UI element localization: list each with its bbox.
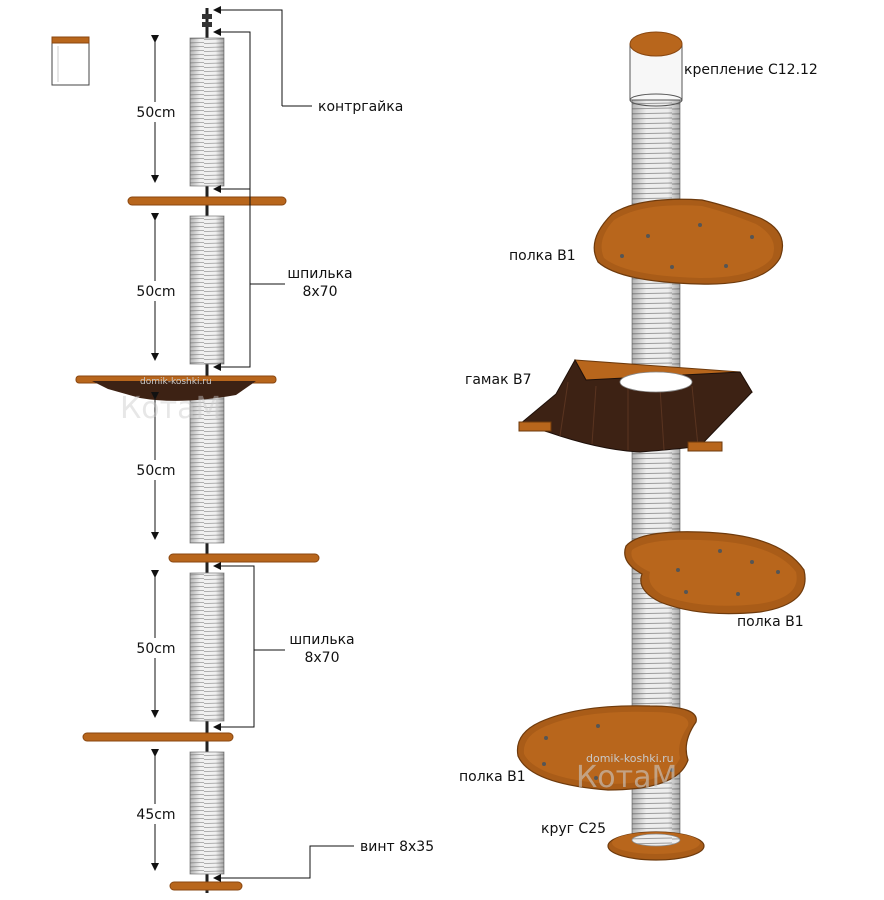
board-3 [168, 553, 320, 563]
dimension-label-3: 50cm [136, 463, 175, 479]
hammock-board [75, 375, 277, 401]
mount-cap-icon [51, 36, 90, 86]
pole-segment-4 [189, 572, 225, 722]
shelf-top-label: полка B1 [509, 248, 576, 264]
hammock-b7 [518, 358, 753, 453]
shelf-b1-top [593, 198, 784, 285]
stud-size-label-1: 8x70 [302, 284, 337, 300]
mount-label: крепление C12.12 [684, 62, 818, 78]
leader-lines [213, 6, 354, 882]
watermark-brand-left: КотаМ [120, 391, 221, 426]
pole-segment-5 [189, 751, 225, 875]
watermark-site-right: domik-koshki.ru [586, 752, 674, 765]
dimension-label-5: 45cm [136, 807, 175, 823]
hammock-label: гамак B7 [465, 372, 532, 388]
stud-label-2: шпилька [289, 632, 354, 648]
shelf-b1-middle [624, 531, 806, 615]
board-1 [127, 196, 287, 206]
stud-size-label-2: 8x70 [304, 650, 339, 666]
watermark-brand-right: КотаМ [576, 760, 677, 795]
dimension-label-2: 50cm [136, 284, 175, 300]
base-board [169, 881, 243, 891]
pole-segment-1 [189, 37, 225, 187]
mount-c12-part [629, 31, 683, 107]
pole-segment-2 [189, 215, 225, 365]
pole-segment-3 [189, 394, 225, 544]
base-label: круг C25 [541, 821, 606, 837]
locknut-label: контргайка [318, 99, 403, 115]
shelf-low-label: полка B1 [459, 769, 526, 785]
stud-label-1: шпилька [287, 266, 352, 282]
shelf-mid-label: полка B1 [737, 614, 804, 630]
base-c25 [607, 831, 705, 861]
dimension-label-1: 50cm [136, 105, 175, 121]
locknut-part [202, 14, 212, 27]
watermark-site-left: domik-koshki.ru [140, 377, 212, 387]
dimension-label-4: 50cm [136, 641, 175, 657]
screw-label: винт 8x35 [360, 839, 434, 855]
shelf-b1-lower [516, 705, 697, 791]
right-assembled-view: крепление C12.12 полка B1 гамак B7 полка… [459, 31, 818, 861]
board-4 [82, 732, 234, 742]
left-exploded-view: 50cm 50cm 50cm 50cm 45cm контргайка шпил… [51, 6, 434, 893]
